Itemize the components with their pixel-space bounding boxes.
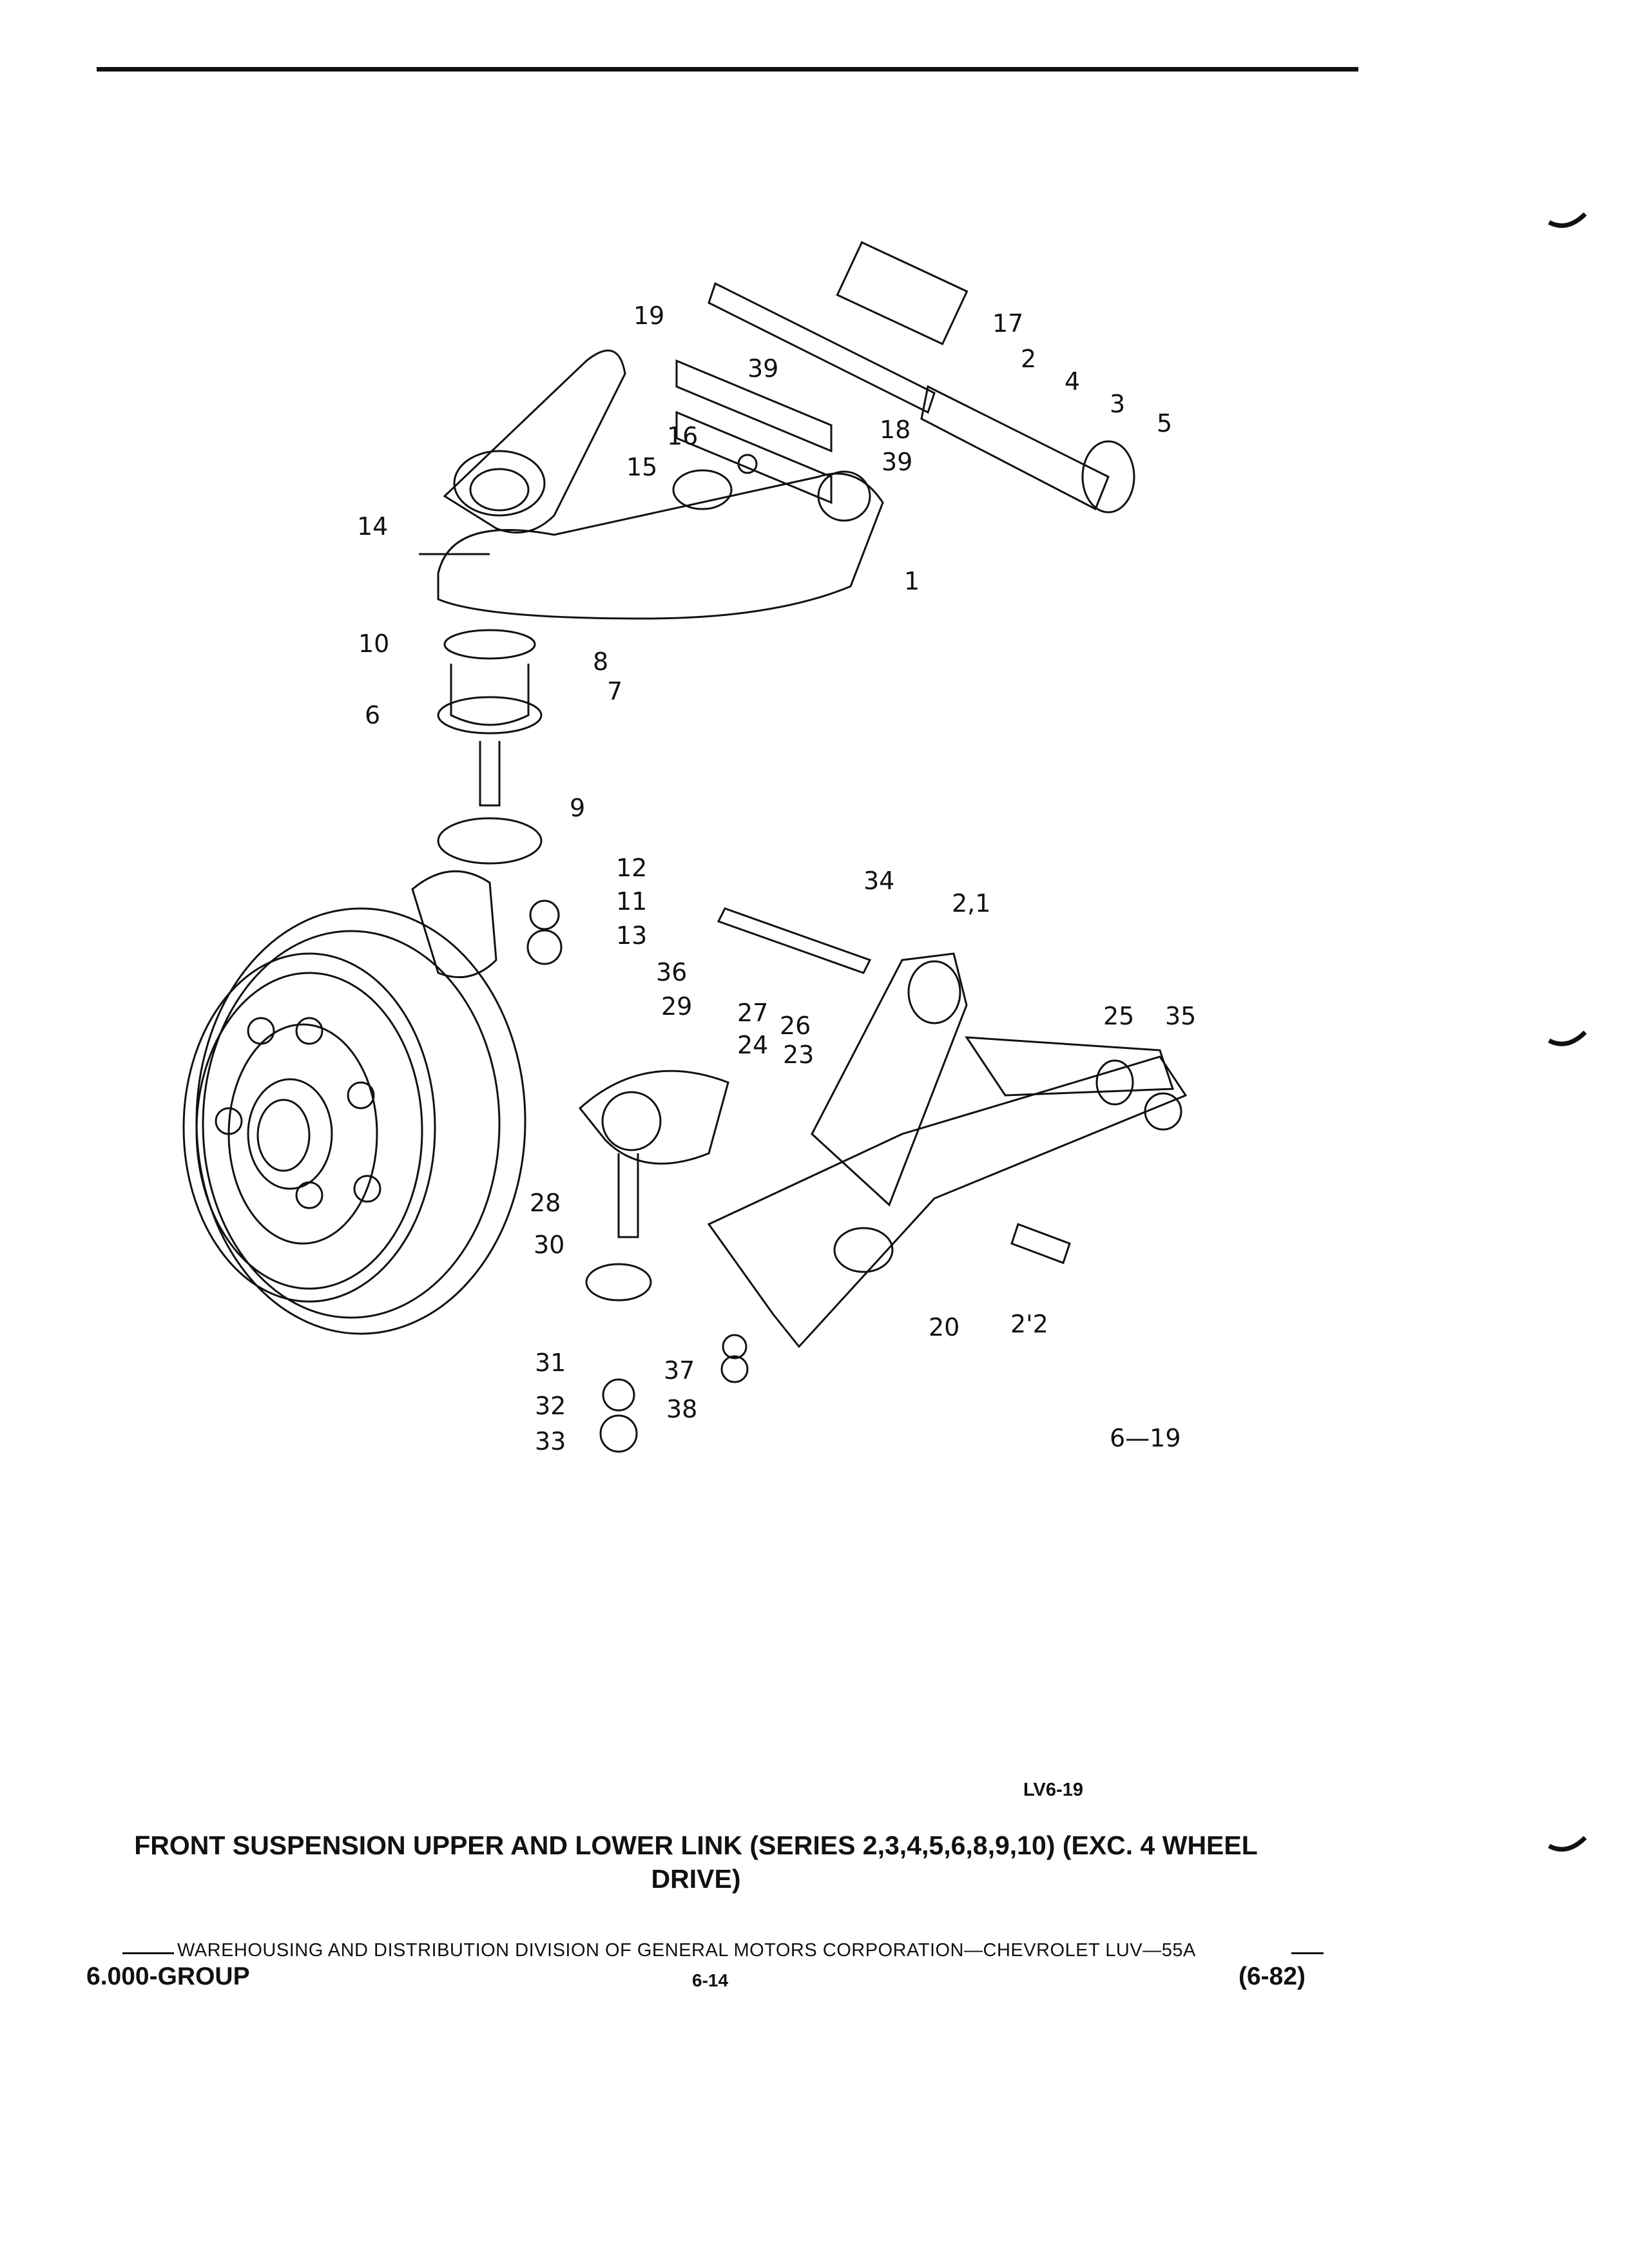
callout-35: 35 <box>1165 1002 1196 1030</box>
callout-8: 8 <box>593 648 608 676</box>
callout-6: 6 <box>365 701 380 729</box>
callout-38: 38 <box>666 1395 697 1423</box>
page-title: FRONT SUSPENSION UPPER AND LOWER LINK (S… <box>134 1831 1258 1894</box>
callout-28: 28 <box>530 1189 561 1217</box>
callout-18: 18 <box>880 416 911 444</box>
footer-group: 6.000-GROUP <box>86 1963 250 1990</box>
parts-diagram: 1 2 3 4 5 6 7 8 9 10 11 12 13 14 15 16 1… <box>182 241 1196 1456</box>
drawing-number: 6—19 <box>1110 1424 1181 1452</box>
binder-mark-middle <box>1548 1031 1586 1046</box>
callout-26: 26 <box>780 1012 811 1040</box>
callout-19: 19 <box>633 302 664 330</box>
callout-36: 36 <box>656 958 687 986</box>
shims <box>675 241 969 505</box>
footer-rule-left <box>122 1952 174 1954</box>
upper-control-arm <box>437 349 884 620</box>
callout-13: 13 <box>616 921 647 950</box>
callout-9: 9 <box>570 794 585 822</box>
callout-12: 12 <box>616 854 647 882</box>
figure-id: LV6-19 <box>1023 1780 1083 1800</box>
footer-line: WAREHOUSING AND DISTRIBUTION DIVISION OF… <box>177 1940 1196 1961</box>
callout-27: 27 <box>737 999 768 1027</box>
callout-37: 37 <box>664 1356 695 1385</box>
top-rule <box>97 67 1358 72</box>
callout-15: 15 <box>626 453 657 481</box>
callout-labels: 1 2 3 4 5 6 7 8 9 10 11 12 13 14 15 16 1… <box>357 302 1196 1456</box>
callout-25: 25 <box>1103 1002 1134 1030</box>
callout-3: 3 <box>1110 390 1125 418</box>
callout-39b: 39 <box>882 448 912 476</box>
callout-21: 2,1 <box>952 889 990 918</box>
binder-mark-top <box>1548 213 1586 228</box>
callout-11: 11 <box>616 887 647 916</box>
callout-30: 30 <box>534 1231 564 1259</box>
callout-32: 32 <box>535 1392 566 1420</box>
footer-page-number: 6-14 <box>692 1970 729 1990</box>
lower-ball-joint <box>578 1070 729 1302</box>
callout-29: 29 <box>661 992 692 1021</box>
footer-date: (6-82) <box>1239 1963 1306 1990</box>
callout-2: 2 <box>1021 345 1036 373</box>
footer-rule-right <box>1291 1952 1324 1954</box>
callout-33: 33 <box>535 1427 566 1456</box>
upper-ball-joint <box>437 629 543 865</box>
callout-16: 16 <box>667 422 698 450</box>
callout-22: 2'2 <box>1010 1310 1048 1338</box>
callout-1: 1 <box>904 567 920 595</box>
callout-7: 7 <box>607 677 622 706</box>
callout-10: 10 <box>358 629 389 658</box>
binder-mark-bottom <box>1548 1836 1586 1852</box>
callout-17: 17 <box>992 309 1023 338</box>
bolt-34 <box>717 907 872 974</box>
callout-24: 24 <box>737 1031 768 1059</box>
callout-39a: 39 <box>747 354 778 383</box>
lower-control-arm <box>707 952 1188 1349</box>
knuckle-arm <box>411 870 497 979</box>
callout-23: 23 <box>783 1041 814 1069</box>
callout-14: 14 <box>357 512 388 541</box>
callout-5: 5 <box>1157 409 1172 437</box>
callout-34: 34 <box>863 867 894 895</box>
callout-31: 31 <box>535 1349 566 1377</box>
callout-20: 20 <box>929 1313 959 1341</box>
brake-drum <box>182 907 526 1335</box>
callout-4: 4 <box>1065 367 1080 396</box>
pivot-shaft <box>708 282 1135 514</box>
